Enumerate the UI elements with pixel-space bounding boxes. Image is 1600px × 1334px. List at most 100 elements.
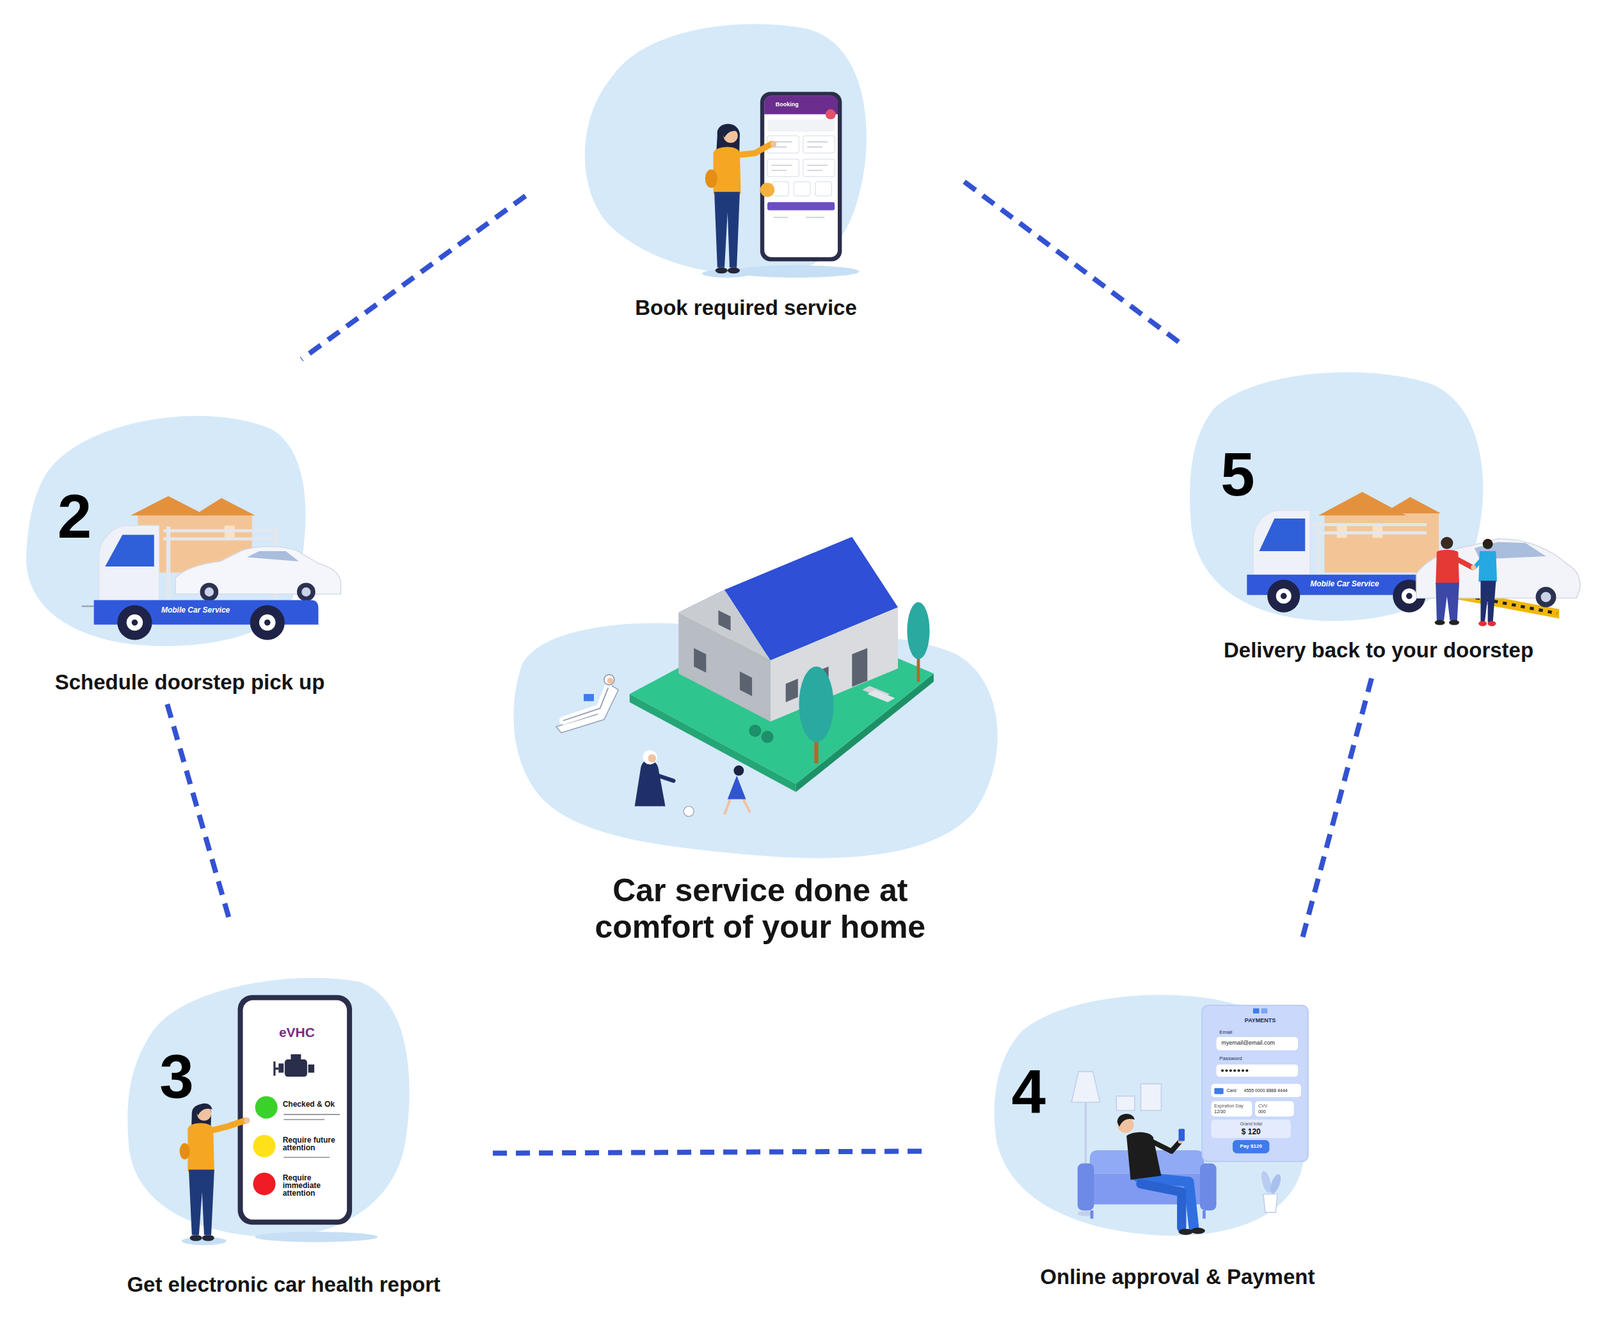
payment-illustration	[1232, 1139, 1270, 1154]
delivery-illustration	[1478, 620, 1487, 626]
illustration-label: Mobile Car Service	[161, 606, 230, 614]
pickup-illustration	[117, 604, 152, 640]
report-illustration	[190, 1234, 203, 1241]
dotted-connector	[301, 195, 526, 360]
pickup-illustration	[104, 534, 155, 566]
pickup-illustration	[175, 546, 341, 594]
illustration-label: Grand total	[1239, 1121, 1263, 1126]
home-illustration	[748, 724, 761, 737]
home-illustration	[718, 609, 731, 631]
password-dots	[1229, 1068, 1232, 1072]
booking-illustration	[760, 91, 843, 262]
booking-illustration	[584, 23, 867, 276]
booking-illustration	[770, 140, 777, 148]
booking-illustration	[793, 181, 811, 196]
home-illustration	[785, 678, 799, 703]
delivery-illustration	[1324, 513, 1440, 573]
delivery-illustration	[1276, 588, 1292, 604]
home-illustration	[657, 775, 674, 781]
payment-illustration	[1214, 1088, 1224, 1095]
payment-illustration	[994, 994, 1309, 1236]
step-caption: Schedule doorstep pick up	[55, 669, 326, 696]
delivery-illustration	[1440, 536, 1453, 550]
booking-illustration	[772, 181, 790, 196]
home-illustration	[739, 671, 752, 696]
payment-illustration	[1255, 1100, 1295, 1117]
report-illustration	[290, 1054, 301, 1060]
booking-illustration	[815, 181, 832, 196]
delivery-illustration	[1457, 559, 1473, 568]
payment-illustration	[1141, 1083, 1162, 1110]
illustration-label: eVHC	[279, 1025, 315, 1039]
home-illustration	[770, 607, 898, 722]
delivery-illustration	[1480, 580, 1496, 623]
illustration-label: myemail@email.com	[1221, 1040, 1275, 1046]
report-illustration	[255, 1095, 278, 1119]
home-illustration	[607, 677, 614, 685]
home-illustration	[733, 765, 744, 776]
payment-illustration	[1126, 1132, 1161, 1180]
pickup-illustration	[99, 525, 160, 603]
step-node: 3Get electronic car health report	[76, 923, 494, 1312]
illustration-label: PAYMENTS	[1244, 1017, 1277, 1024]
illustration-label: Checked & Ok	[282, 1100, 335, 1108]
delivery-illustration	[1482, 538, 1494, 550]
payment-illustration	[1200, 1163, 1217, 1211]
pickup-illustration	[163, 530, 280, 539]
home-illustration	[851, 647, 868, 687]
home-illustration	[583, 693, 594, 701]
payment-illustration	[1216, 1036, 1299, 1051]
payment-illustration	[1268, 1172, 1284, 1195]
booking-illustration	[803, 159, 835, 177]
step-caption: Delivery back to your doorstep	[1223, 637, 1534, 664]
delivery-illustration	[1189, 372, 1581, 627]
step-node: Car service done at comfort of your home	[499, 510, 1021, 960]
password-dots	[1233, 1068, 1236, 1072]
delivery-illustration	[1267, 579, 1300, 613]
password-dots	[1221, 1068, 1248, 1072]
password-dots	[1224, 1068, 1228, 1072]
illustration-label: Password	[1219, 1056, 1242, 1062]
booking-illustration	[705, 169, 718, 189]
pickup-illustration	[296, 582, 316, 601]
illustration-label: 000	[1258, 1109, 1266, 1114]
delivery-illustration	[1406, 592, 1413, 600]
booking-illustration	[732, 265, 860, 278]
illustration-label: $ 120	[1241, 1127, 1261, 1136]
delivery-illustration	[1536, 586, 1557, 608]
booking-illustration	[727, 267, 740, 274]
payment-illustration	[1191, 1227, 1206, 1234]
step-caption: Online approval & Payment	[1040, 1264, 1315, 1290]
booking-illustration	[771, 142, 828, 171]
pickup-illustration	[81, 605, 95, 607]
payment-illustration	[1211, 1083, 1302, 1097]
report-illustration	[237, 995, 352, 1225]
dotted-connector	[492, 1150, 924, 1153]
booking-illustration	[714, 192, 740, 268]
home-illustration	[563, 688, 608, 721]
report-illustration	[202, 1234, 215, 1241]
report-illustration	[188, 1169, 215, 1235]
pickup-illustration	[259, 614, 276, 632]
home-illustration	[727, 775, 747, 800]
home-illustration	[642, 750, 657, 765]
delivery-illustration	[1312, 524, 1427, 534]
booking-illustration	[767, 135, 799, 153]
illustration-label: Email	[1219, 1029, 1232, 1035]
password-dots	[1237, 1068, 1241, 1072]
payment-illustration	[1178, 1228, 1193, 1236]
delivery-illustration	[1258, 518, 1305, 552]
home-illustration	[693, 647, 706, 672]
booking-illustration	[803, 135, 835, 153]
home-illustration	[634, 759, 666, 807]
delivery-illustration	[1470, 565, 1476, 571]
payment-illustration	[1077, 1163, 1095, 1211]
report-illustration	[252, 1134, 276, 1158]
home-illustration	[683, 806, 694, 817]
payment-illustration	[1211, 1100, 1253, 1117]
home-illustration	[678, 590, 770, 661]
pickup-illustration	[26, 416, 306, 647]
